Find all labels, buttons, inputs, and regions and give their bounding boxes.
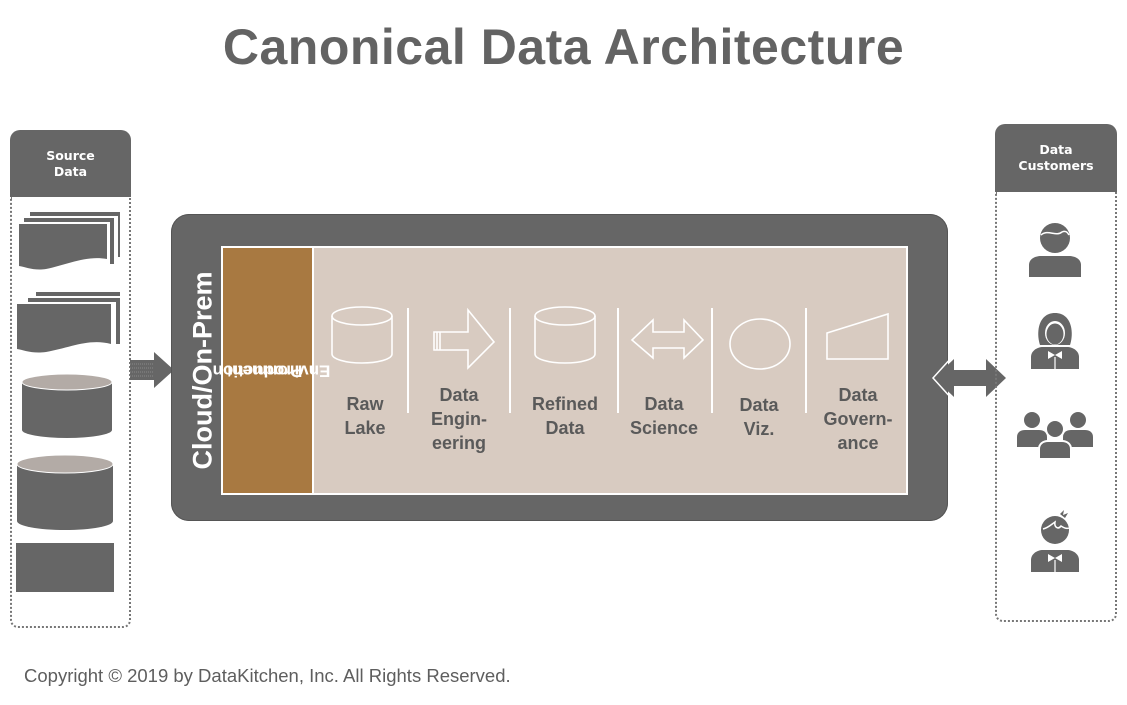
stage-label-data-viz: Data Viz. bbox=[739, 395, 779, 439]
young-male-user-icon bbox=[1031, 510, 1079, 572]
stage-label-refined-data: Refined Data bbox=[531, 394, 598, 438]
document-stack-icon bbox=[19, 212, 120, 270]
database-outline-icon bbox=[534, 306, 596, 364]
document-stack-icon bbox=[17, 292, 120, 353]
stage-divider bbox=[805, 308, 807, 413]
source-data-header: Source Data bbox=[10, 130, 131, 197]
stage-icons bbox=[331, 306, 889, 370]
double-arrow-outline-icon bbox=[630, 317, 705, 360]
stage-label-data-science: Data Science bbox=[629, 394, 699, 438]
data-customer-icons bbox=[1017, 223, 1093, 572]
pipeline-area bbox=[221, 246, 908, 495]
user-group-icon bbox=[1017, 412, 1093, 460]
female-user-icon bbox=[1031, 313, 1079, 369]
data-customers-header-line: Customers bbox=[1018, 158, 1094, 173]
stage-divider bbox=[407, 308, 409, 413]
page-title: Canonical Data Architecture bbox=[222, 19, 905, 75]
source-data-header-line: Source bbox=[46, 147, 95, 163]
database-icon bbox=[21, 373, 113, 438]
data-customers-panel bbox=[995, 192, 1117, 622]
copyright-notice: Copyright © 2019 by DataKitchen, Inc. Al… bbox=[24, 665, 511, 686]
stage-divider bbox=[711, 308, 713, 413]
database-icon bbox=[16, 454, 114, 530]
ellipse-outline-icon bbox=[729, 318, 791, 370]
rectangle-icon bbox=[16, 543, 114, 592]
stage-label-data-engineering: Data Engin- eering bbox=[431, 385, 487, 453]
double-arrow-icon bbox=[931, 357, 1006, 399]
source-data-header-line: Data bbox=[53, 163, 88, 179]
trapezoid-outline-icon bbox=[826, 312, 889, 360]
stage-label-data-governance: Data Govern- ance bbox=[823, 385, 893, 453]
source-data-icons bbox=[16, 212, 120, 592]
male-user-icon bbox=[1029, 223, 1081, 277]
source-data-panel bbox=[10, 197, 131, 628]
database-outline-icon bbox=[331, 306, 393, 364]
data-customers-header-line: Data bbox=[1039, 142, 1073, 157]
stage-label-raw-lake: Raw Lake bbox=[344, 394, 386, 438]
stage-divider bbox=[509, 308, 511, 413]
stage-divider bbox=[617, 308, 619, 413]
data-customers-header: Data Customers bbox=[995, 124, 1117, 192]
arrow-right-outline-icon bbox=[433, 307, 496, 370]
